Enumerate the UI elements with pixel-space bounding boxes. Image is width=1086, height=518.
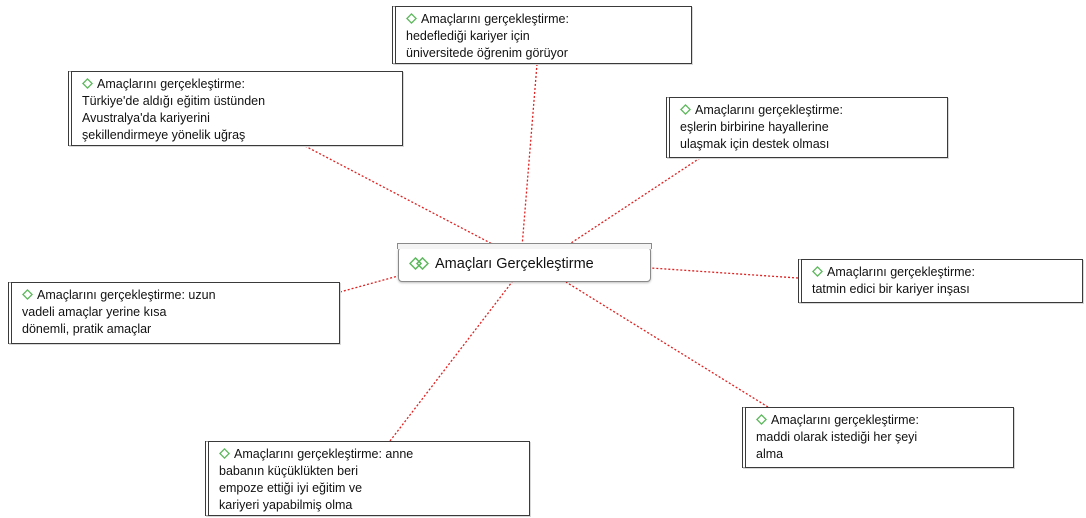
goal-node-university[interactable]: Amaçlarını gerçekleştirme: hedeflediği k… [392, 6, 692, 64]
goal-node-satisfying-career[interactable]: Amaçlarını gerçekleştirme: tatmin edici … [798, 259, 1083, 303]
goal-node-text: Amaçlarını gerçekleştirme: uzun vadeli a… [22, 288, 216, 336]
diamond-icon [756, 414, 767, 425]
goal-node-spouse-support[interactable]: Amaçlarını gerçekleştirme: eşlerin birbi… [666, 97, 948, 158]
central-node-label: Amaçları Gerçekleştirme [435, 256, 594, 272]
goal-node-text: Amaçlarını gerçekleştirme: hedeflediği k… [406, 12, 569, 60]
goal-node-short-term-goals[interactable]: Amaçlarını gerçekleştirme: uzun vadeli a… [8, 282, 340, 344]
goal-node-text: Amaçlarını gerçekleştirme: maddi olarak … [756, 413, 919, 461]
goal-node-text: Amaçlarını gerçekleştirme: eşlerin birbi… [680, 103, 843, 151]
goal-node-parental-expectations[interactable]: Amaçlarını gerçekleştirme: anne babanın … [205, 441, 530, 516]
diamond-icon [219, 448, 230, 459]
diamond-icon [406, 13, 417, 24]
goal-node-text: Amaçlarını gerçekleştirme: Türkiye'de al… [82, 77, 266, 142]
central-node[interactable]: Amaçları Gerçekleştirme [397, 243, 652, 282]
link-line-n5 [339, 275, 399, 293]
link-line-n6 [565, 281, 769, 408]
link-line-n7 [389, 281, 513, 442]
diamond-icon [680, 104, 691, 115]
diamond-icon [82, 78, 93, 89]
diamond-icon [812, 266, 823, 277]
goal-node-material-wants[interactable]: Amaçlarını gerçekleştirme: maddi olarak … [742, 407, 1014, 468]
link-line-n4 [650, 267, 799, 279]
link-line-n2 [304, 145, 499, 248]
goal-node-text: Amaçlarını gerçekleştirme: anne babanın … [219, 447, 414, 512]
goal-node-australia-career[interactable]: Amaçlarını gerçekleştirme: Türkiye'de al… [68, 71, 403, 146]
diamond-icon [22, 289, 33, 300]
goal-node-text: Amaçlarını gerçekleştirme: tatmin edici … [812, 265, 975, 296]
double-diamond-icon [409, 257, 429, 270]
link-line-n3 [564, 157, 701, 248]
link-line-n1 [521, 63, 538, 248]
